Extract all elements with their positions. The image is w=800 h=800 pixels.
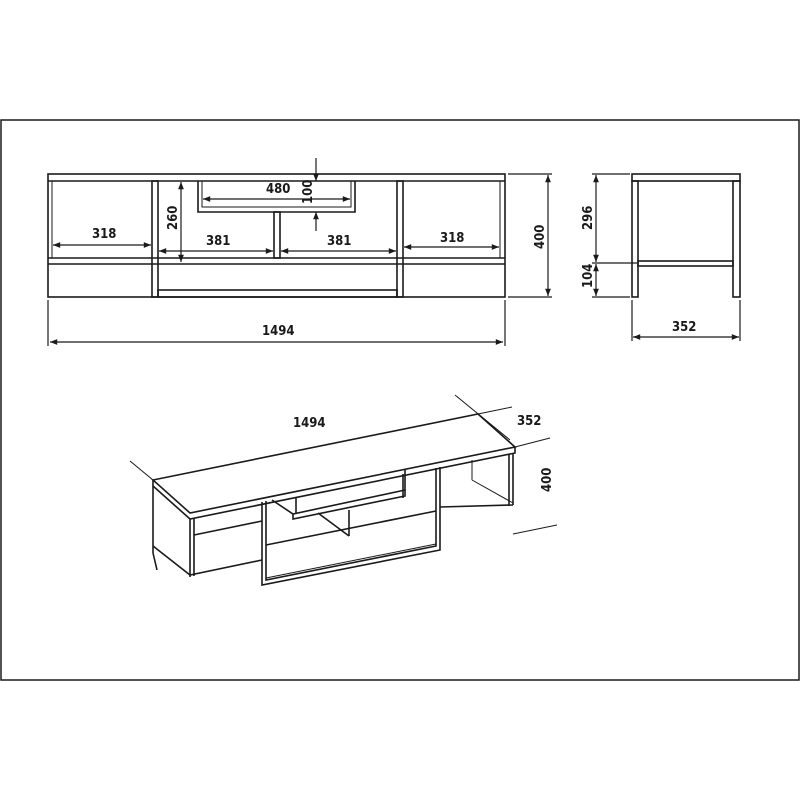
- dim-104: 104: [581, 264, 596, 288]
- dim-1494: 1494: [262, 324, 295, 339]
- iso-dim-352: 352: [517, 414, 541, 429]
- side-view: 296 104 352: [581, 173, 741, 341]
- dim-352: 352: [672, 320, 696, 335]
- isometric-view: 1494 352 400: [129, 394, 558, 586]
- iso-dim-400: 400: [540, 468, 555, 492]
- dim-318-right: 318: [440, 231, 464, 246]
- drawing-frame: [0, 119, 800, 681]
- dim-318-left: 318: [92, 227, 116, 242]
- front-view: 1494 400 318 318 381 381 260 480 100: [47, 158, 552, 346]
- dim-296: 296: [581, 206, 596, 230]
- dim-260: 260: [166, 206, 181, 230]
- iso-dim-1494: 1494: [293, 416, 326, 431]
- dim-400: 400: [533, 225, 548, 249]
- dim-381-left: 381: [206, 234, 230, 249]
- dim-480: 480: [266, 182, 290, 197]
- dim-100: 100: [301, 180, 316, 204]
- dim-381-right: 381: [327, 234, 351, 249]
